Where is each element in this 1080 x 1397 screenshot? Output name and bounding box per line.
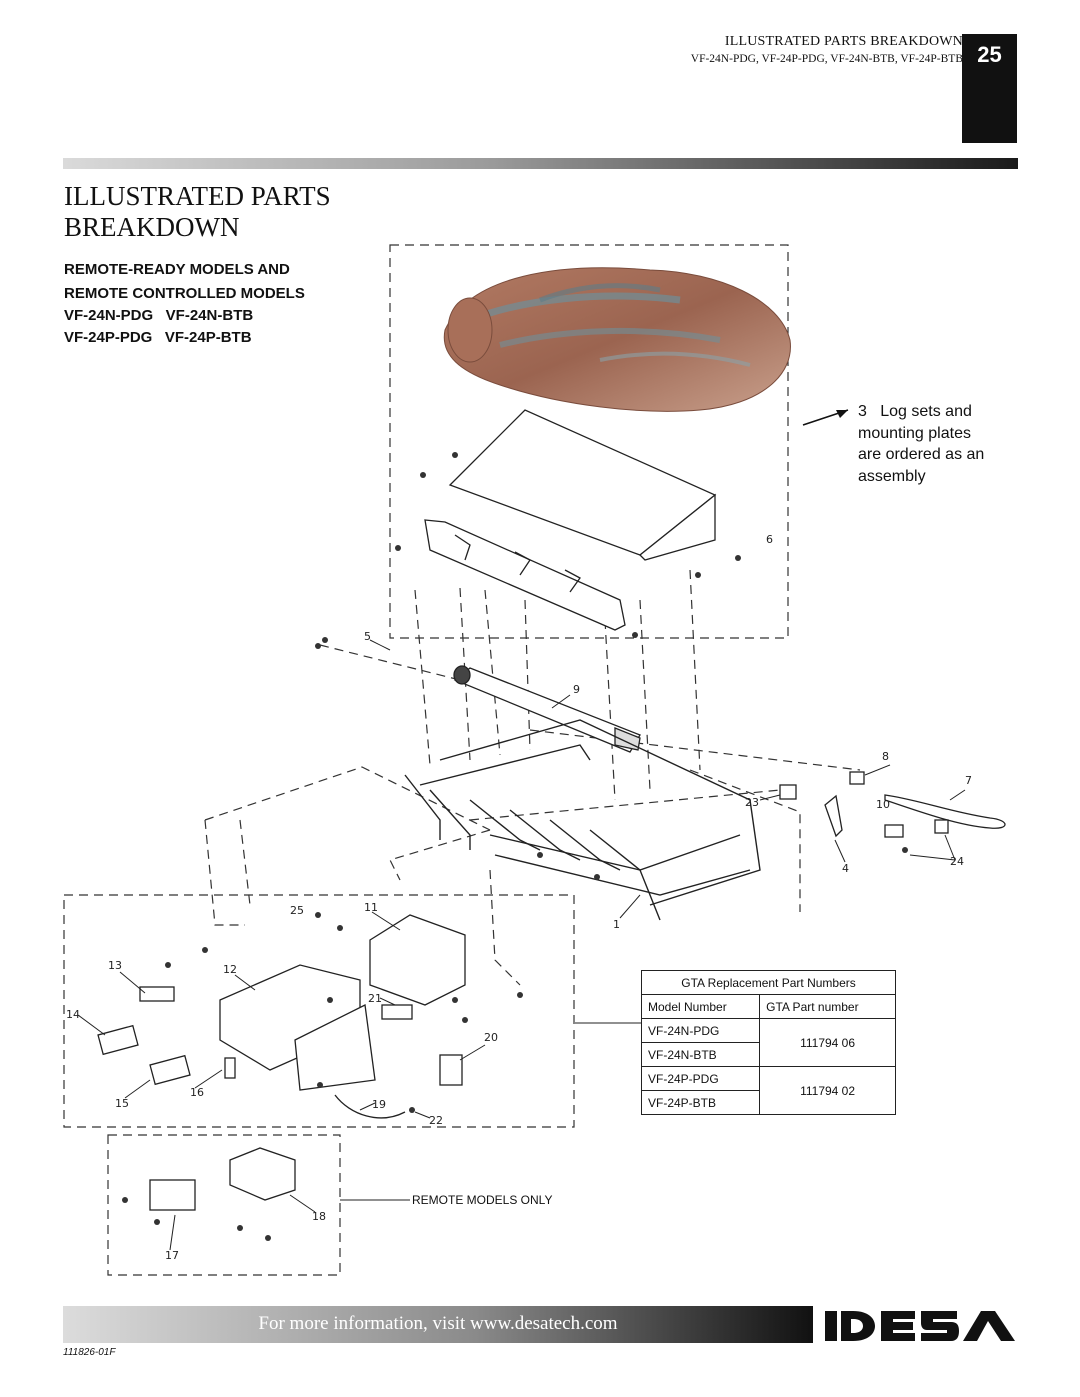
log-assembly-box [389, 244, 789, 639]
knob-14 [97, 1024, 139, 1056]
column-header-part: GTA Part number [759, 994, 896, 1019]
callout-16: 16 [190, 1086, 204, 1099]
callout-4: 4 [842, 862, 849, 875]
control-components [97, 914, 466, 1119]
page-number-tab [962, 34, 1017, 143]
callout-22: 22 [429, 1114, 443, 1127]
table-row: VF-24N-PDG 111794 06 [640, 1018, 896, 1067]
part-number-cell: 111794 06 [759, 1018, 896, 1067]
knob-15 [149, 1054, 191, 1086]
receiver-17 [149, 1179, 196, 1211]
subheading-models-n: VF-24N-PDG VF-24N-BTB [64, 307, 254, 324]
header-models-line: VF-24N-PDG, VF-24P-PDG, VF-24N-BTB, VF-2… [690, 53, 963, 65]
piezo-igniter [139, 986, 175, 1002]
callout-23: 23 [745, 796, 759, 809]
pilot-21 [381, 1004, 413, 1020]
control-assembly-box [63, 894, 575, 1128]
note-number: 3 [858, 403, 867, 420]
callout-14: 14 [66, 1008, 80, 1021]
page-title-line-2: BREAKDOWN [64, 212, 240, 242]
note-line-4: assembly [858, 467, 926, 485]
subheading-2: REMOTE CONTROLLED MODELS [64, 285, 305, 302]
clip-16 [224, 1057, 236, 1079]
fitting-10 [884, 824, 904, 838]
callout-1: 1 [613, 918, 620, 931]
fitting-24 [934, 819, 949, 834]
grate [404, 719, 761, 921]
table-row: VF-24P-BTB [640, 1090, 896, 1115]
callout-25: 25 [290, 904, 304, 917]
header-rule [63, 158, 1018, 169]
remote-models-label: REMOTE MODELS ONLY [412, 1193, 553, 1207]
callout-19: 19 [372, 1098, 386, 1111]
callout-15: 15 [115, 1097, 129, 1110]
burner-tube [453, 665, 641, 753]
model-cell: VF-24P-BTB [640, 1090, 761, 1115]
control-valve [369, 914, 466, 1006]
callout-8: 8 [882, 750, 889, 763]
model-cell: VF-24P-PDG [640, 1066, 761, 1091]
callout-18: 18 [312, 1210, 326, 1223]
page-title: ILLUSTRATED PARTS BREAKDOWN [64, 181, 331, 243]
model-cell: VF-24N-BTB [640, 1042, 761, 1067]
subheading-models-p: VF-24P-PDG VF-24P-BTB [64, 329, 252, 346]
footer-bar [63, 1306, 813, 1343]
screws [122, 452, 908, 1241]
note-line-1: Log sets and [880, 403, 972, 420]
thermocouple-19 [334, 1094, 406, 1119]
callout-labels: 1 4 5 6 7 8 9 10 11 12 13 14 15 16 17 18… [66, 533, 972, 1262]
note-line-3: are ordered as an [858, 446, 985, 463]
callout-10: 10 [876, 798, 890, 811]
callout-13: 13 [108, 959, 122, 972]
bracket-23 [779, 784, 797, 800]
callout-17: 17 [165, 1249, 179, 1262]
callout-6: 6 [766, 533, 773, 546]
bracket-4 [824, 794, 843, 838]
fitting-8 [849, 771, 865, 785]
table-row: VF-24N-BTB [640, 1042, 896, 1067]
header-section-title: ILLUSTRATED PARTS BREAKDOWN [724, 34, 963, 49]
table-caption: GTA Replacement Part Numbers [641, 970, 896, 995]
model-cell: VF-24N-PDG [640, 1018, 761, 1043]
note-line-2: mounting plates [858, 424, 971, 442]
document-code: 111826-01F [63, 1347, 116, 1358]
gta-part-table: GTA Replacement Part Numbers Model Numbe… [640, 970, 896, 1115]
table-row: VF-24P-PDG 111794 02 [640, 1066, 896, 1115]
callout-12: 12 [223, 963, 237, 976]
callout-5: 5 [364, 630, 371, 643]
callout-11: 11 [364, 901, 378, 914]
page-number: 25 [977, 42, 1002, 67]
callout-20: 20 [484, 1031, 498, 1044]
mounting-bracket [294, 1004, 376, 1091]
page-title-line-1: ILLUSTRATED PARTS [64, 181, 331, 211]
bracket-20 [439, 1054, 463, 1086]
remote-assembly-box [107, 1134, 341, 1276]
log-assembly-note: 3 Log sets and mounting plates are order… [858, 401, 984, 487]
mounting-plate [424, 409, 717, 631]
remote-components [149, 1147, 296, 1211]
callout-21: 21 [368, 992, 382, 1005]
subheading-1: REMOTE-READY MODELS AND [64, 261, 290, 278]
footer-info-link[interactable]: For more information, visit www.desatech… [258, 1313, 618, 1334]
part-number-cell: 111794 02 [759, 1066, 896, 1115]
callout-9: 9 [573, 683, 580, 696]
callout-24: 24 [950, 855, 964, 868]
desa-logo [825, 1311, 1015, 1341]
log-set-illustration [443, 267, 791, 412]
pilot-tube [884, 794, 1006, 829]
callout-7: 7 [965, 774, 972, 787]
receiver-bracket-18 [229, 1147, 296, 1201]
column-header-model: Model Number [640, 994, 761, 1019]
